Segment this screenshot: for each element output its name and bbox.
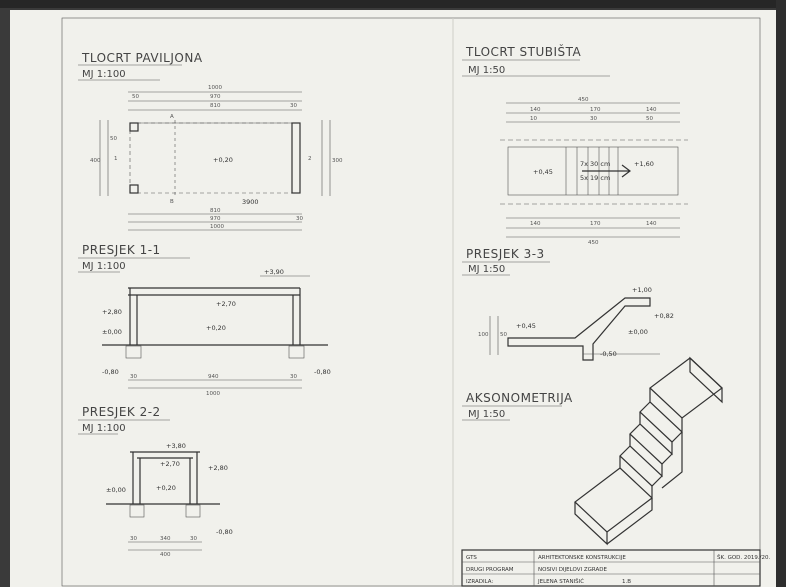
s22-level-3: +2,80 bbox=[208, 464, 228, 472]
stair-dim-top-2: 140 bbox=[530, 107, 541, 113]
s33-level-1: +1,00 bbox=[632, 286, 652, 294]
dim-3900: 3900 bbox=[242, 198, 259, 206]
s11-dim-2: 1000 bbox=[206, 391, 220, 397]
stair-dim-top-5: 10 bbox=[530, 116, 537, 122]
dim-side-2: 300 bbox=[332, 158, 343, 164]
dim-top-3: 810 bbox=[210, 103, 221, 109]
viewer-scrollbar[interactable] bbox=[776, 0, 786, 587]
tb-r1-c1: GTS bbox=[466, 555, 477, 561]
tb-r2-c2: NOSIVI DIJELOVI ZGRADE bbox=[538, 567, 608, 573]
stair-dim-top-6: 30 bbox=[590, 116, 597, 122]
s11-dim-4: 30 bbox=[290, 374, 297, 380]
s11-level-3: +2,70 bbox=[216, 300, 236, 308]
plan-pavilion-title: TLOCRT PAVILJONA bbox=[81, 51, 203, 65]
s22-level-2: +2,70 bbox=[160, 460, 180, 468]
s22-level-1: +3,80 bbox=[166, 442, 186, 450]
dim-top-2: 970 bbox=[210, 94, 221, 100]
axonometry-scale: MJ 1:50 bbox=[468, 409, 505, 420]
s22-dim-3: 30 bbox=[190, 536, 197, 542]
stair-dim-top-4: 140 bbox=[646, 107, 657, 113]
axonometry-title: AKSONOMETRIJA bbox=[466, 391, 573, 405]
dim-bottom-2: 970 bbox=[210, 216, 221, 222]
dim-bottom-4: 30 bbox=[296, 216, 303, 222]
section-2-2: PRESJEK 2-2 MJ 1:100 +3,80 +2,70 +2,80 ±… bbox=[78, 405, 233, 558]
section-3-3-title: PRESJEK 3-3 bbox=[466, 247, 545, 261]
stair-dim-top-7: 50 bbox=[646, 116, 653, 122]
stair-dim-bottom-3: 140 bbox=[646, 221, 657, 227]
dim-top-5: 30 bbox=[290, 103, 297, 109]
s33-dim-2: 50 bbox=[500, 332, 507, 338]
s11-level-6: -0,80 bbox=[102, 368, 119, 376]
s11-dim-3: 30 bbox=[130, 374, 137, 380]
tb-r2-c1: DRUGI PROGRAM bbox=[466, 567, 514, 573]
s11-level-1: +3,90 bbox=[264, 268, 284, 276]
grid-label-2: 2 bbox=[308, 156, 312, 162]
stair-dim-bottom-4: 450 bbox=[588, 240, 599, 246]
s33-level-5: -0,50 bbox=[600, 350, 617, 358]
s11-level-7: -0,80 bbox=[314, 368, 331, 376]
tb-r1-c3: ŠK. GOD. 2019./20. bbox=[717, 554, 771, 561]
s22-level-6: -0,80 bbox=[216, 528, 233, 536]
stair-note-1: 7x 30 cm bbox=[580, 160, 610, 168]
section-1-1-title: PRESJEK 1-1 bbox=[82, 243, 161, 257]
title-block: GTS ARHITEKTONSKE KONSTRUKCIJE ŠK. GOD. … bbox=[461, 549, 771, 587]
drawing-canvas: TLOCRT PAVILJONA MJ 1:100 1000 970 810 5… bbox=[61, 17, 771, 587]
s22-level-4: ±0,00 bbox=[106, 486, 126, 494]
dim-side-3: 50 bbox=[110, 136, 117, 142]
section-2-2-title: PRESJEK 2-2 bbox=[82, 405, 161, 419]
plan-stair-title: TLOCRT STUBIŠTA bbox=[465, 44, 582, 59]
s22-level-5: +0,20 bbox=[156, 484, 176, 492]
s22-dim-4: 400 bbox=[160, 552, 171, 558]
section-3-3: PRESJEK 3-3 MJ 1:50 100 50 +1,00 +0,45 +… bbox=[462, 247, 674, 361]
s22-dim-1: 30 bbox=[130, 536, 137, 542]
stair-level-1: +0,45 bbox=[533, 168, 553, 176]
tb-r3-c1: IZRADILA: bbox=[466, 579, 493, 585]
dim-side-1: 400 bbox=[90, 158, 101, 164]
s33-dim-1: 100 bbox=[478, 332, 489, 338]
plan-pavilion: TLOCRT PAVILJONA MJ 1:100 1000 970 810 5… bbox=[78, 51, 343, 231]
grid-label-a: A bbox=[170, 114, 174, 120]
dim-top-1: 1000 bbox=[208, 85, 222, 91]
s22-dim-2: 340 bbox=[160, 536, 171, 542]
dim-bottom-1: 810 bbox=[210, 208, 221, 214]
dim-bottom-3: 1000 bbox=[210, 224, 224, 230]
s33-level-4: ±0,00 bbox=[628, 328, 648, 336]
stair-dim-bottom-1: 140 bbox=[530, 221, 541, 227]
s11-level-2: +2,80 bbox=[102, 308, 122, 316]
stair-note-2: 5x 19 cm bbox=[580, 174, 610, 182]
s33-level-3: +0,82 bbox=[654, 312, 674, 320]
section-3-3-scale: MJ 1:50 bbox=[468, 264, 505, 275]
stair-level-2: +1,60 bbox=[634, 160, 654, 168]
section-1-1-scale: MJ 1:100 bbox=[82, 261, 126, 272]
grid-label-b: B bbox=[170, 199, 174, 205]
stair-dim-top-3: 170 bbox=[590, 107, 601, 113]
tb-r3-c3: 1.B bbox=[622, 579, 631, 585]
axonometry: AKSONOMETRIJA MJ 1:50 bbox=[462, 356, 723, 546]
sheet-border bbox=[61, 17, 761, 587]
drawing-sheet: TLOCRT PAVILJONA MJ 1:100 1000 970 810 5… bbox=[10, 10, 776, 587]
s11-level-4: ±0,00 bbox=[102, 328, 122, 336]
section-2-2-scale: MJ 1:100 bbox=[82, 423, 126, 434]
s11-dim-1: 940 bbox=[208, 374, 219, 380]
plan-pavilion-level: +0,20 bbox=[213, 156, 233, 164]
s11-level-5: +0,20 bbox=[206, 324, 226, 332]
s33-level-2: +0,45 bbox=[516, 322, 536, 330]
tb-r1-c2: ARHITEKTONSKE KONSTRUKCIJE bbox=[538, 555, 626, 561]
tb-r3-c2: JELENA STANIŠIĆ bbox=[537, 578, 584, 585]
plan-stair-scale: MJ 1:50 bbox=[468, 65, 505, 76]
dim-top-4: 50 bbox=[132, 94, 139, 100]
viewer-top-bar bbox=[0, 0, 786, 8]
section-1-1: PRESJEK 1-1 MJ 1:100 +3,90 +2,80 +2,70 ±… bbox=[78, 243, 331, 397]
stair-dim-top-1: 450 bbox=[578, 97, 589, 103]
grid-label-1: 1 bbox=[114, 156, 118, 162]
plan-pavilion-scale: MJ 1:100 bbox=[82, 69, 126, 80]
plan-stair: TLOCRT STUBIŠTA MJ 1:50 450 140 170 140 … bbox=[462, 44, 688, 246]
stair-dim-bottom-2: 170 bbox=[590, 221, 601, 227]
